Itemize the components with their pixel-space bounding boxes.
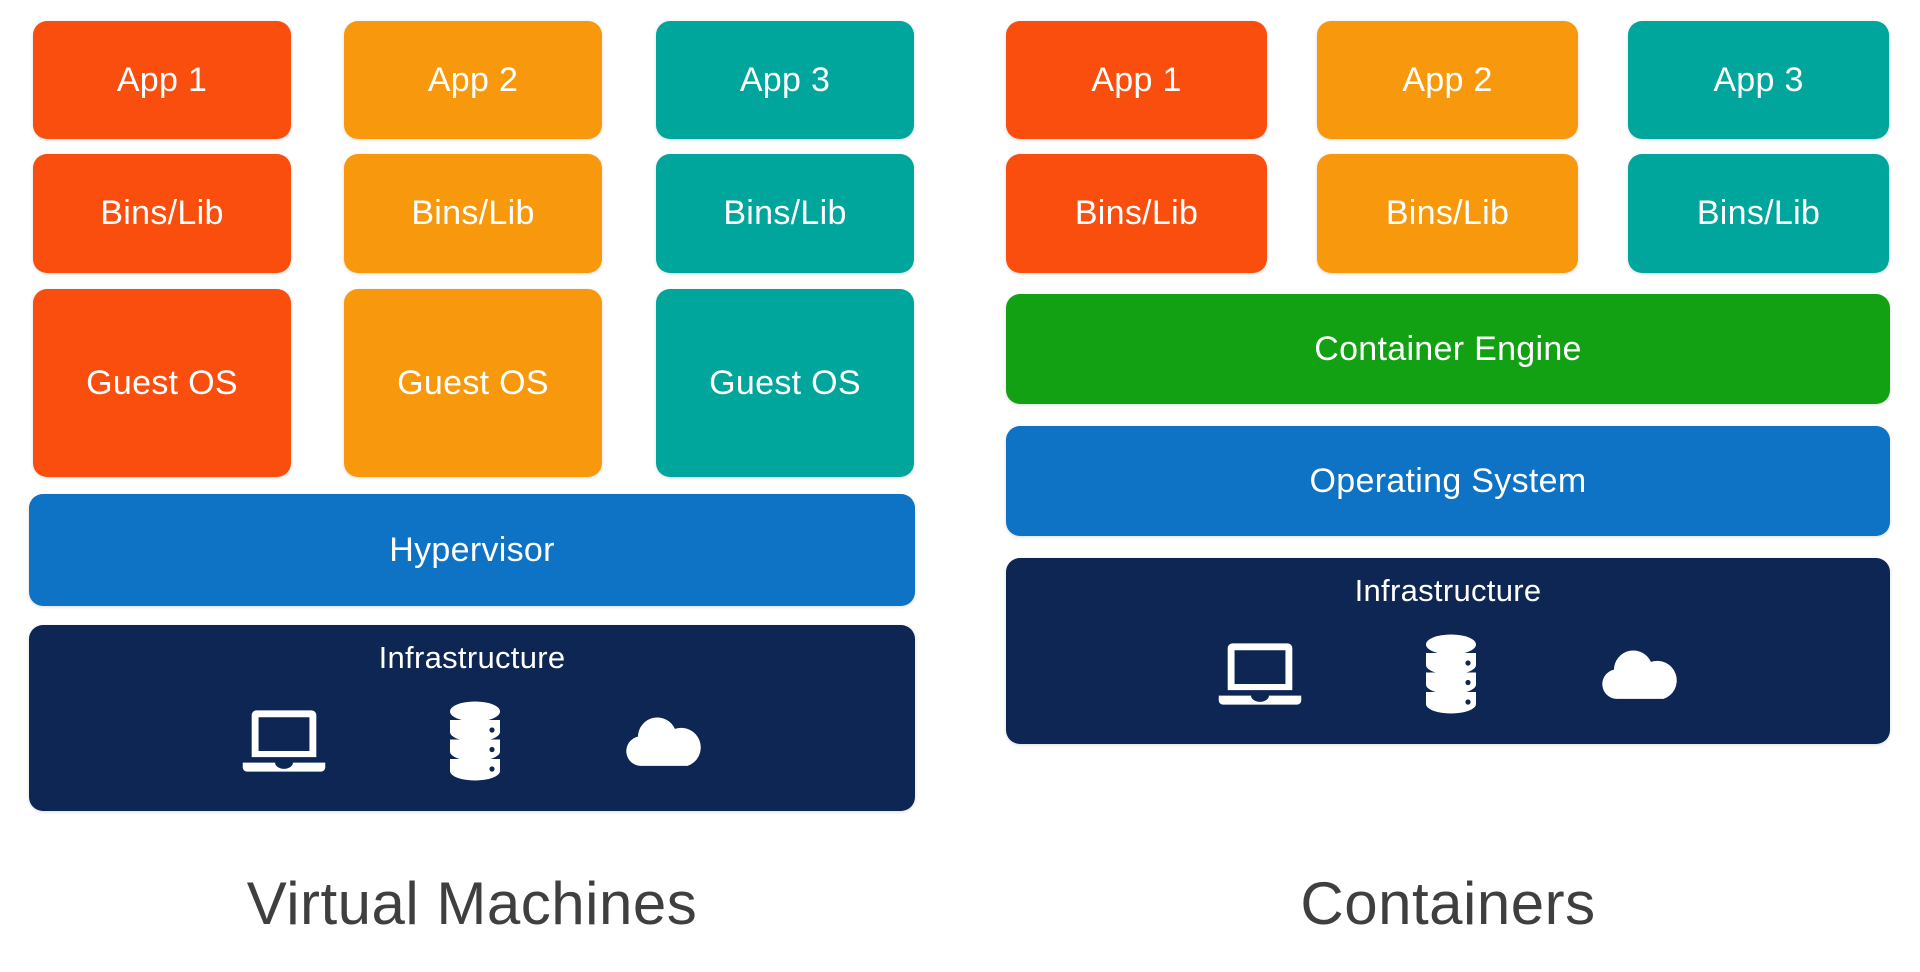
container-stack2-app-box: App 2: [1317, 21, 1578, 139]
vm-stack1-app-box: App 1: [33, 21, 291, 139]
container-stack3-app-label: App 3: [1713, 60, 1804, 99]
container-engine-box: Container Engine: [1006, 294, 1890, 404]
vm-stack3-bins-label: Bins/Lib: [723, 194, 847, 232]
container-infrastructure-box: Infrastructure: [1006, 558, 1890, 744]
vm-infrastructure-label: Infrastructure: [378, 640, 566, 675]
vm-stack3-guestos-label: Guest OS: [709, 363, 861, 402]
vm-stack2-app-label: App 2: [427, 60, 519, 99]
vm-stack1-app-label: App 1: [116, 60, 208, 99]
container-infrastructure-label: Infrastructure: [1354, 573, 1542, 608]
vm-stack1-bins-box: Bins/Lib: [33, 154, 291, 273]
hypervisor-box: Hypervisor: [29, 494, 915, 606]
vm-stack2-bins-label: Bins/Lib: [411, 194, 535, 232]
database-icon: [450, 701, 500, 781]
operating-system-label: Operating System: [1309, 461, 1587, 500]
vm-infrastructure-box: Infrastructure: [29, 625, 915, 811]
container-stack2-bins-label: Bins/Lib: [1385, 194, 1510, 232]
vm-stack2-bins-box: Bins/Lib: [344, 154, 602, 273]
container-stack3-bins-box: Bins/Lib: [1628, 154, 1889, 273]
hypervisor-label: Hypervisor: [389, 530, 555, 569]
virtual-machines-title: Virtual Machines: [246, 870, 698, 937]
container-stack3-bins-label: Bins/Lib: [1696, 194, 1821, 232]
vm-stack3-app-box: App 3: [656, 21, 914, 139]
container-stack2-bins-box: Bins/Lib: [1317, 154, 1578, 273]
laptop-icon: [242, 709, 326, 772]
vm-infrastructure-icons: [240, 690, 704, 811]
vm-stack3-bins-box: Bins/Lib: [656, 154, 914, 273]
vm-stack3-app-label: App 3: [739, 60, 831, 99]
container-stack1-app-box: App 1: [1006, 21, 1267, 139]
database-icon: [1426, 634, 1476, 714]
vm-stack1-bins-label: Bins/Lib: [100, 194, 224, 232]
container-stack2-app-label: App 2: [1402, 60, 1493, 99]
container-stack1-app-label: App 1: [1091, 60, 1182, 99]
operating-system-box: Operating System: [1006, 426, 1890, 536]
vm-stack1-guestos-box: Guest OS: [33, 289, 291, 477]
container-stack1-bins-label: Bins/Lib: [1074, 194, 1199, 232]
cloud-icon: [1602, 650, 1677, 699]
laptop-icon: [1218, 642, 1302, 705]
vm-stack2-guestos-label: Guest OS: [397, 363, 549, 402]
container-infrastructure-icons: [1216, 623, 1680, 744]
vm-stack2-guestos-box: Guest OS: [344, 289, 602, 477]
containers-title: Containers: [1300, 870, 1596, 937]
vm-stack1-guestos-label: Guest OS: [86, 363, 238, 402]
vm-stack2-app-box: App 2: [344, 21, 602, 139]
vm-stack3-guestos-box: Guest OS: [656, 289, 914, 477]
container-engine-label: Container Engine: [1314, 329, 1582, 368]
container-stack3-app-box: App 3: [1628, 21, 1889, 139]
cloud-icon: [626, 717, 701, 766]
container-stack1-bins-box: Bins/Lib: [1006, 154, 1267, 273]
